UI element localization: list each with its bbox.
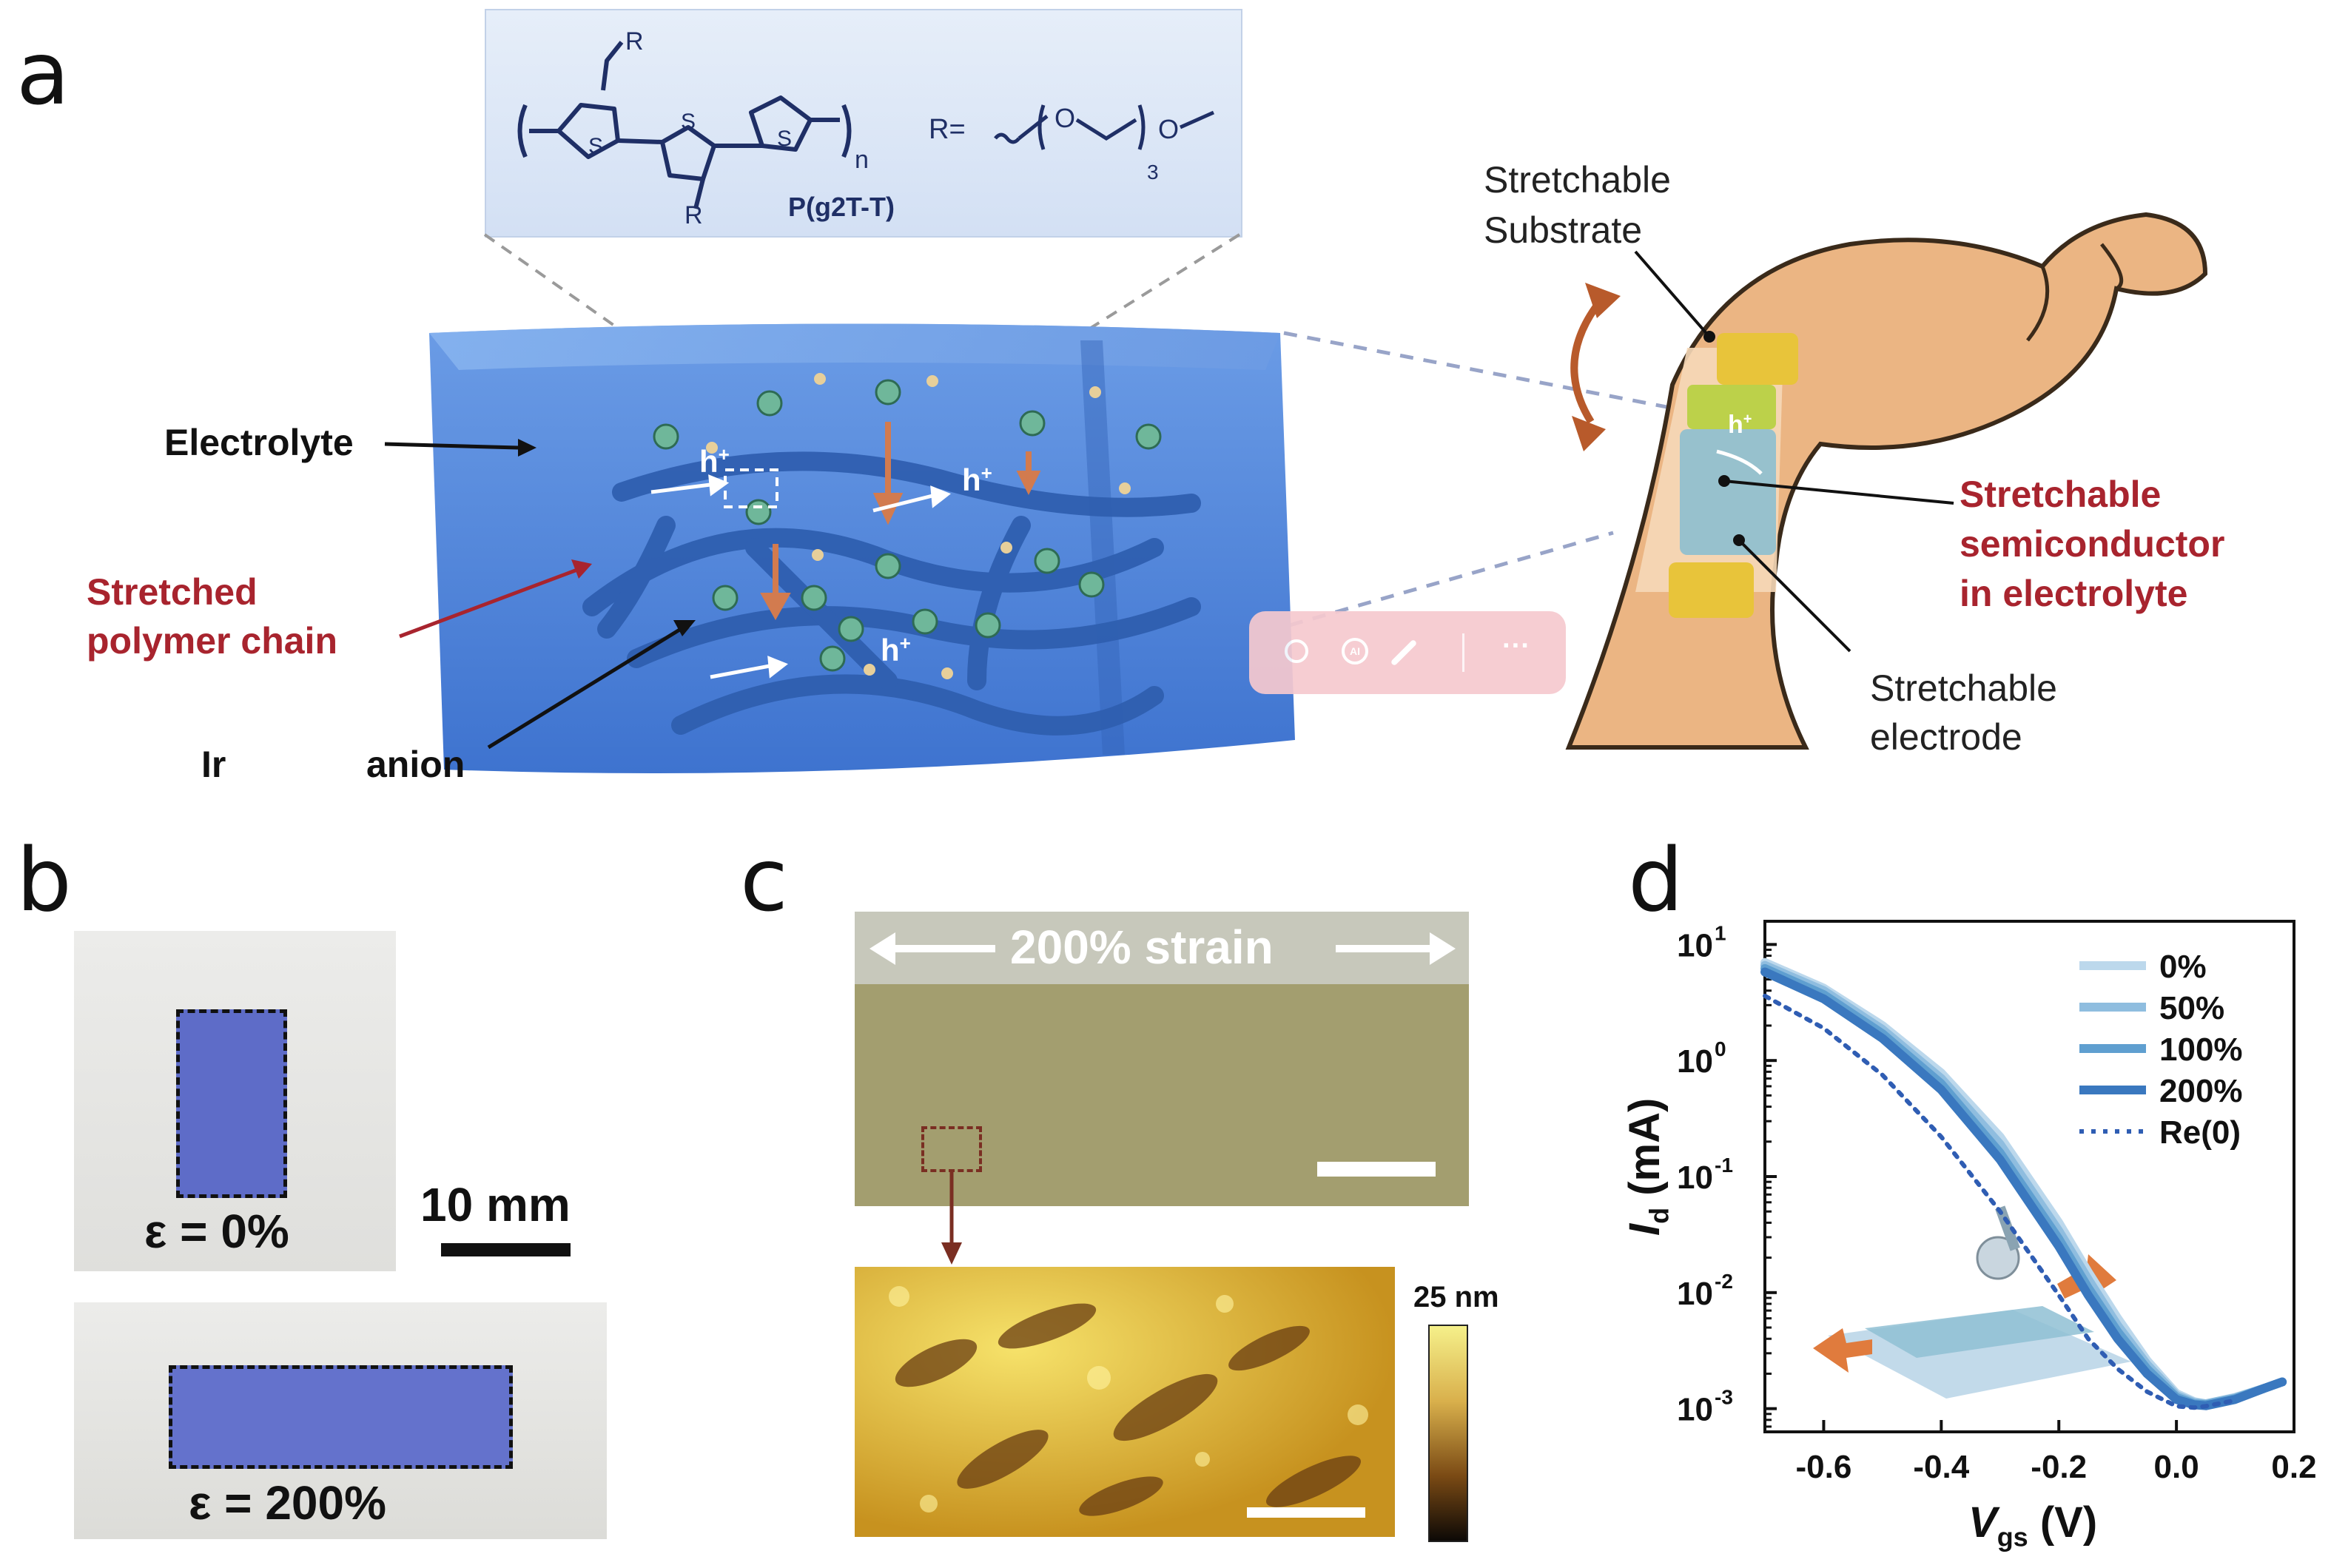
r-group-label: R= xyxy=(929,114,966,145)
panel-label-a: a xyxy=(16,22,70,124)
legend-label: 100% xyxy=(2159,1032,2243,1068)
r-label-top: R xyxy=(625,27,644,55)
series-line xyxy=(1763,993,2238,1410)
more-icon[interactable]: ··· xyxy=(1502,630,1530,662)
inset-arrow-left xyxy=(1813,1328,1872,1373)
y-axis-label: Id (mA) xyxy=(1621,1097,1675,1236)
y-tick-label: 10 xyxy=(1677,1160,1713,1196)
y-tick-exponent: -1 xyxy=(1715,1154,1733,1177)
y-tick-exponent: 0 xyxy=(1715,1037,1726,1060)
structure-name: P(g2T-T) xyxy=(788,192,895,222)
legend-label: Re(0) xyxy=(2159,1114,2241,1151)
s-atom-3: S xyxy=(777,127,792,151)
anion-label: anion xyxy=(366,744,465,785)
y-tick-exponent: -3 xyxy=(1715,1386,1733,1409)
inset-probe xyxy=(1976,1236,2020,1280)
n-subscript: n xyxy=(855,146,869,174)
y-tick-label: 10 xyxy=(1677,927,1713,963)
x-tick-label: -0.2 xyxy=(2031,1449,2087,1485)
y-tick-exponent: -2 xyxy=(1715,1270,1733,1293)
structure-box xyxy=(485,9,1242,238)
x-tick-label: 0.2 xyxy=(2271,1449,2316,1485)
floating-toolbar[interactable]: AI ··· xyxy=(1249,611,1566,694)
search-icon[interactable] xyxy=(1285,639,1308,663)
semiconductor-label-line3: in electrolyte xyxy=(1960,573,2188,614)
stretched-label-line2: polymer chain xyxy=(87,620,337,662)
hplus-label-arm: h+ xyxy=(1728,411,1752,439)
colorbar xyxy=(1428,1325,1468,1542)
electrode-label-line2: electrode xyxy=(1870,716,2022,758)
o-atom-2: O xyxy=(1158,114,1179,144)
ir-label: Ir xyxy=(201,744,226,785)
epsilon-0-label: ε = 0% xyxy=(144,1205,289,1258)
panel-label-c: c xyxy=(740,829,788,931)
y-tick-exponent: 1 xyxy=(1715,921,1726,944)
y-tick-label: 10 xyxy=(1677,1043,1713,1080)
electrolyte-label: Electrolyte xyxy=(164,422,354,463)
substrate-label-line1: Stretchable xyxy=(1484,159,1671,201)
film-unstrained xyxy=(176,1009,287,1198)
inset-probe-stem xyxy=(1995,1205,2020,1251)
x-tick-label: -0.6 xyxy=(1796,1449,1852,1485)
hplus-label-3: h+ xyxy=(881,632,911,667)
arm-illustration xyxy=(1565,212,2208,750)
x-axis-label: Vgs (V) xyxy=(1968,1498,2098,1552)
zoom-arrow xyxy=(941,1172,962,1265)
toolbar-divider xyxy=(1462,633,1464,672)
electrode-label-line1: Stretchable xyxy=(1870,667,2057,709)
afm-scale-bar-top xyxy=(1317,1162,1436,1177)
scale-bar xyxy=(441,1243,571,1256)
zoom-region-box xyxy=(921,1126,982,1172)
legend-label: 50% xyxy=(2159,990,2224,1026)
strain-arrows xyxy=(870,932,1456,965)
panel-label-b: b xyxy=(16,829,72,931)
y-tick-label: 10 xyxy=(1677,1276,1713,1312)
scale-bar-label: 10 mm xyxy=(420,1178,571,1231)
s-atom-1: S xyxy=(588,134,603,158)
hplus-label-1: h+ xyxy=(699,443,730,479)
stretched-label-line1: Stretched xyxy=(87,571,258,613)
inset-channel xyxy=(1865,1306,2094,1358)
strain-label: 200% strain xyxy=(1010,921,1274,974)
epsilon-200-label: ε = 200% xyxy=(189,1476,386,1530)
s-atom-2: S xyxy=(681,110,696,134)
legend-label: 200% xyxy=(2159,1073,2243,1109)
electrolyte-block xyxy=(429,323,1295,773)
legend-label: 0% xyxy=(2159,949,2207,985)
structure-diagram: S S S R R n P(g2T-T) R= O 3 O xyxy=(517,27,1215,229)
sub-3: 3 xyxy=(1147,161,1159,184)
ai-icon[interactable]: AI xyxy=(1342,638,1368,664)
x-tick-label: -0.4 xyxy=(1913,1449,1969,1485)
x-tick-label: 0.0 xyxy=(2154,1449,2199,1485)
o-atom-1: O xyxy=(1054,103,1075,133)
substrate-label-line2: Substrate xyxy=(1484,209,1643,251)
panel-label-d: d xyxy=(1628,829,1684,931)
colorbar-max-label: 25 nm xyxy=(1413,1281,1499,1313)
semiconductor-label-line2: semiconductor xyxy=(1960,523,2225,565)
film-strained xyxy=(169,1365,513,1469)
r-label-bottom: R xyxy=(684,201,703,229)
hplus-label-2: h+ xyxy=(962,462,992,497)
afm-image-zoom xyxy=(855,1267,1395,1537)
semiconductor-label-line1: Stretchable xyxy=(1960,474,2162,515)
y-tick-label: 10 xyxy=(1677,1392,1713,1428)
